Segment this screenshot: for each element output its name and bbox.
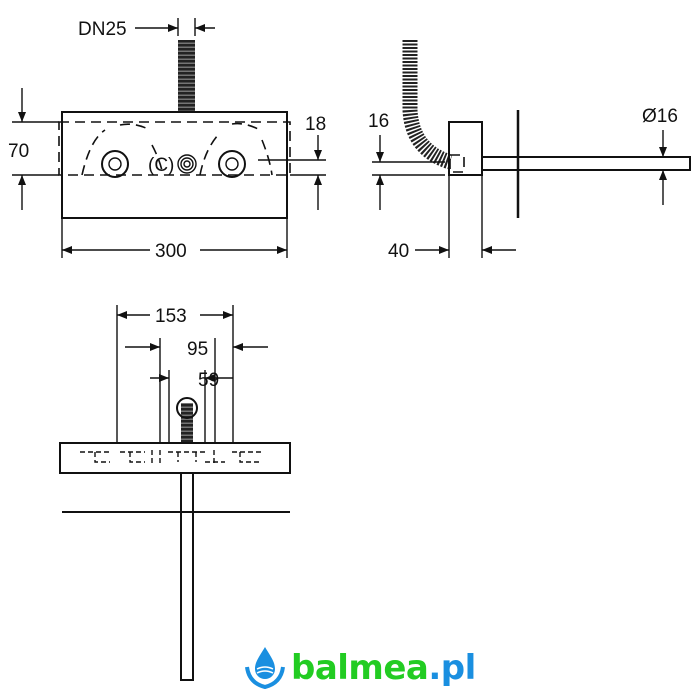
depth-label: 40 xyxy=(388,241,409,262)
height-label: 70 xyxy=(8,141,29,162)
side-view: 16 Ø16 40 xyxy=(368,40,691,262)
side-offset-label: 16 xyxy=(368,111,389,132)
width-label: 300 xyxy=(155,241,187,262)
center-port-icon xyxy=(177,154,197,174)
threaded-pipe xyxy=(178,40,195,112)
flex-hose xyxy=(402,40,453,170)
right-valve-icon xyxy=(218,150,246,178)
logo-name: balmea xyxy=(291,648,429,688)
rod xyxy=(180,472,194,681)
side-body xyxy=(448,121,483,176)
dim-outer: 153 xyxy=(155,306,187,327)
hidden-outline xyxy=(58,121,291,176)
center-marker: (C) xyxy=(148,155,174,176)
dim-middle: 95 xyxy=(187,339,208,360)
top-view: 153 95 59 xyxy=(59,305,291,681)
body-outline xyxy=(61,111,288,219)
water-hands-icon xyxy=(245,647,285,690)
logo-suffix: .pl xyxy=(428,648,476,688)
left-valve-icon xyxy=(101,150,129,178)
balmea-logo: balmea.pl xyxy=(245,645,476,691)
dn-label: DN25 xyxy=(78,19,127,40)
offset-label: 18 xyxy=(305,114,326,135)
front-view: (C) DN25 70 18 300 xyxy=(8,18,326,262)
spout-rod xyxy=(481,156,691,171)
dim-inner: 59 xyxy=(198,370,219,391)
plate-outline xyxy=(59,442,291,474)
diameter-label: Ø16 xyxy=(642,106,678,127)
knob xyxy=(176,397,198,419)
